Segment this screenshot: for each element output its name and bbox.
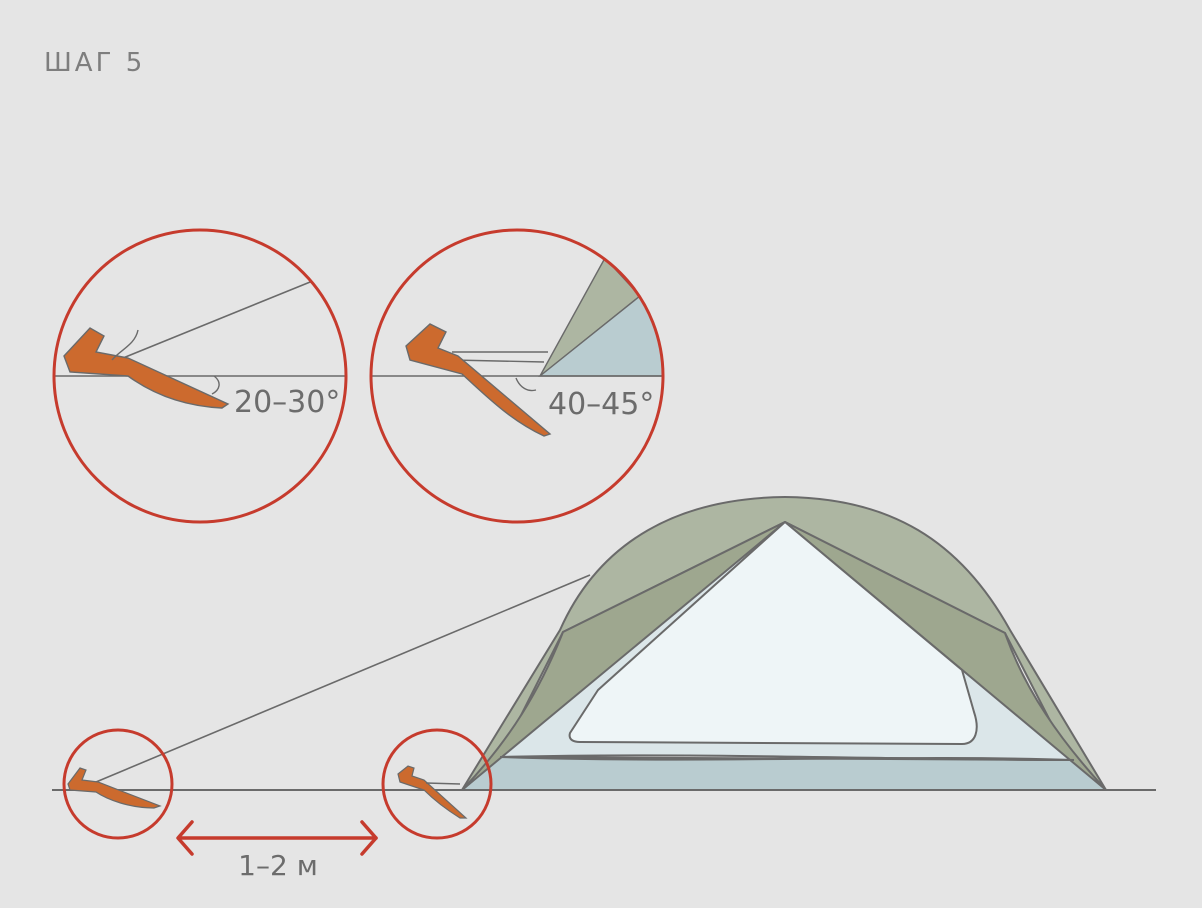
tent-fly — [461, 496, 1107, 791]
callout-detail-left: 20–30° — [52, 228, 348, 524]
distance-label: 1–2 м — [238, 849, 318, 882]
angle-label-right: 40–45° — [548, 387, 654, 422]
tent-fly-panel-left — [461, 521, 786, 791]
peg-icon — [405, 323, 552, 437]
callout-detail-right: 40–45° — [369, 228, 665, 524]
guy-line — [95, 574, 591, 783]
callout-small-left — [62, 728, 174, 840]
callout-small-right — [381, 728, 493, 840]
peg-icon — [397, 765, 468, 819]
angle-label-left: 20–30° — [234, 385, 340, 420]
tent-door — [568, 521, 978, 745]
tent-floor — [461, 756, 1107, 791]
peg-icon — [63, 327, 230, 409]
peg-icon — [67, 767, 162, 809]
distance-arrow — [176, 820, 378, 856]
step-title: ШАГ 5 — [44, 48, 146, 78]
tent — [461, 496, 1107, 791]
